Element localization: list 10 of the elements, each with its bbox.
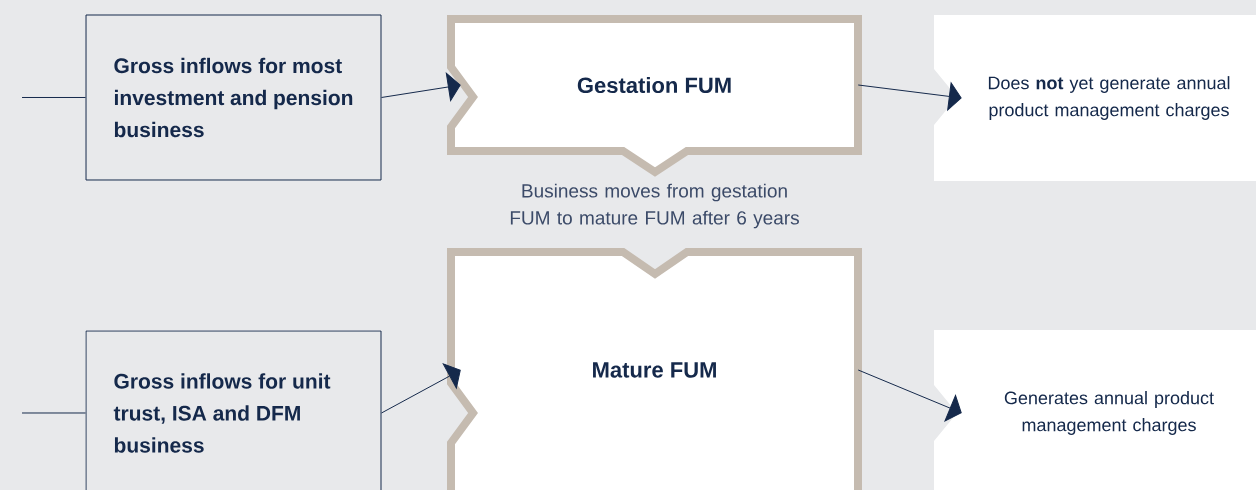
arrow	[381, 363, 461, 414]
result-box: Does not yet generate annual product management charges	[934, 15, 1256, 181]
result-box: Generates annual product management charges	[934, 330, 1256, 490]
arrow	[381, 72, 461, 101]
process-box: Gross inflows for unit trust, ISA and DFM business	[85, 330, 382, 490]
arrow	[857, 369, 962, 422]
process-box: Gross inflows for most investment and pension business	[85, 14, 382, 181]
note-text: Business moves from gestation FUM to mature FUM after 6 years	[510, 183, 799, 229]
arrow	[857, 82, 962, 111]
notched-box: Mature FUM	[447, 248, 862, 490]
